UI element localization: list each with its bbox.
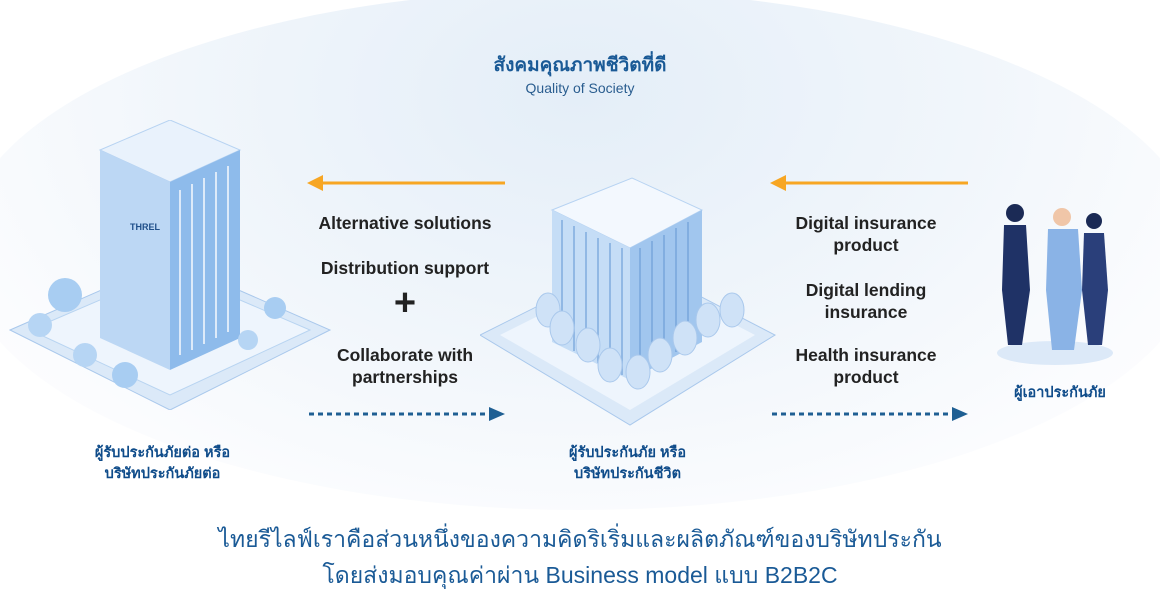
insurer-building-illustration bbox=[480, 177, 777, 426]
blue-dashed-arrow-right-2 bbox=[772, 407, 968, 421]
label-health-insurance-line1: Health insurance bbox=[795, 345, 937, 365]
footer-line1: ไทยรีไลฟ์เราคือส่วนหนึ่งของความคิดริเริ่… bbox=[218, 526, 942, 552]
reinsurer-building-illustration: THREL bbox=[8, 120, 332, 410]
label-health-insurance-line2: product bbox=[833, 367, 899, 387]
plus-icon: + bbox=[393, 282, 417, 324]
title-english: Quality of Society bbox=[525, 80, 635, 96]
label-distribution-support: Distribution support bbox=[320, 258, 490, 278]
orange-arrow-left-2 bbox=[770, 175, 968, 191]
label-digital-lending-line2: insurance bbox=[824, 302, 908, 322]
threl-logo: THREL bbox=[130, 222, 160, 232]
people-illustration bbox=[997, 204, 1113, 365]
label-collaborate-line2: partnerships bbox=[352, 367, 458, 387]
title-thai: สังคมคุณภาพชีวิตที่ดี bbox=[493, 55, 667, 76]
reinsurer-label-line1: ผู้รับประกันภัยต่อ หรือ bbox=[94, 445, 231, 461]
label-alternative-solutions: Alternative solutions bbox=[318, 213, 492, 233]
insurer-label: ผู้รับประกันภัย หรือ บริษัทประกันชีวิต bbox=[525, 443, 730, 485]
label-collaborate: Collaborate with partnerships bbox=[290, 344, 520, 388]
reinsurer-label-line2: บริษัทประกันภัยต่อ bbox=[104, 466, 221, 482]
footer-line2: โดยส่งมอบคุณค่าผ่าน Business model แบบ B… bbox=[322, 562, 838, 588]
insurer-label-line1: ผู้รับประกันภัย หรือ bbox=[568, 445, 687, 461]
label-digital-insurance-line2: product bbox=[833, 235, 899, 255]
insurer-label-line2: บริษัทประกันชีวิต bbox=[574, 466, 681, 482]
label-health-insurance: Health insurance product bbox=[756, 344, 976, 388]
label-digital-insurance: Digital insurance product bbox=[756, 212, 976, 256]
reinsurer-label: ผู้รับประกันภัยต่อ หรือ บริษัทประกันภัยต… bbox=[60, 443, 265, 485]
label-collaborate-line1: Collaborate with bbox=[336, 345, 474, 365]
label-digital-lending: Digital lending insurance bbox=[756, 279, 976, 323]
label-digital-insurance-line1: Digital insurance bbox=[795, 213, 937, 233]
insured-label: ผู้เอาประกันภัย bbox=[1014, 385, 1106, 401]
label-digital-lending-line1: Digital lending bbox=[805, 280, 927, 300]
blue-dashed-arrow-right-1 bbox=[309, 407, 505, 421]
orange-arrow-left-1 bbox=[307, 175, 505, 191]
